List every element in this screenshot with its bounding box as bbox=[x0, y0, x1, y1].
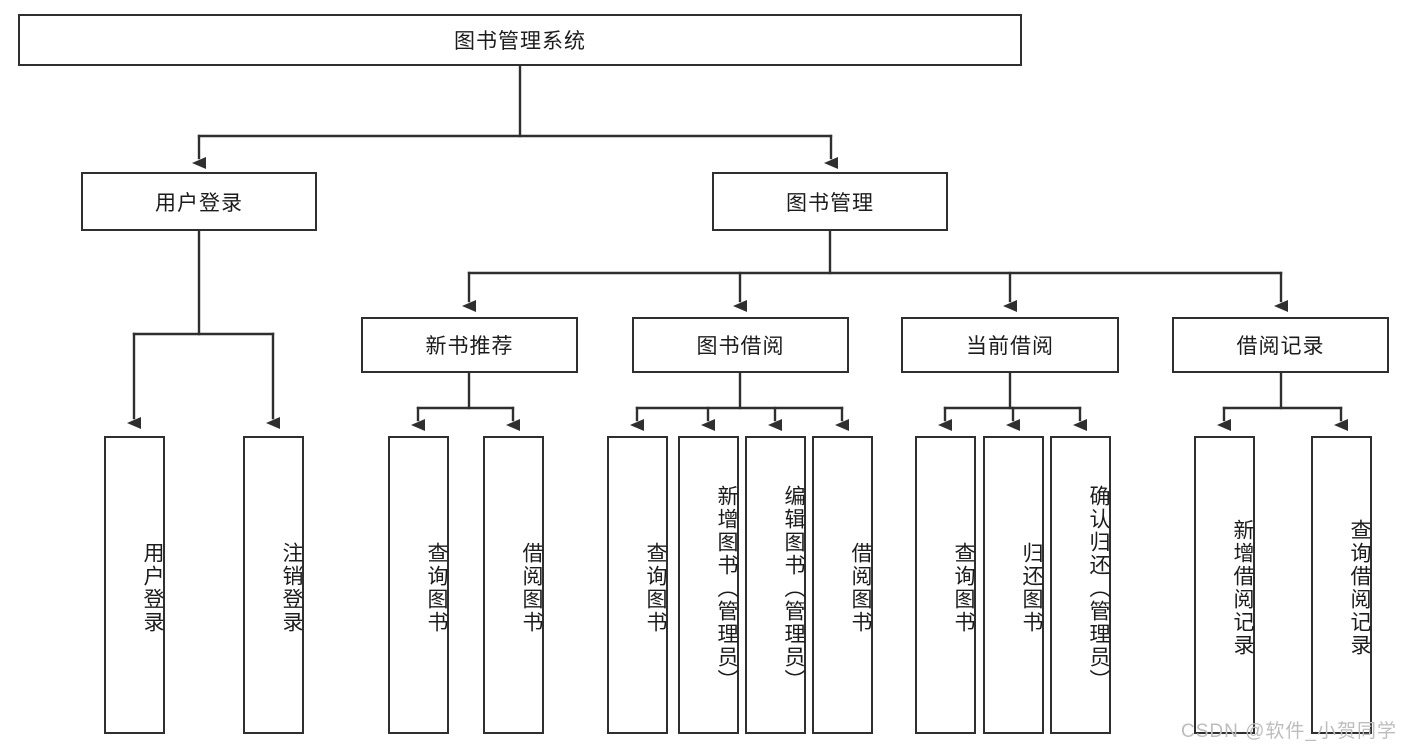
node-label: 查询图书 bbox=[952, 542, 975, 634]
node-label: 查询图书 bbox=[425, 542, 448, 634]
node-label: 用户登录 bbox=[141, 542, 164, 634]
node-user-login[interactable]: 用户登录 bbox=[81, 172, 317, 231]
node-leaf-query-book-borrow[interactable]: 查询图书 bbox=[607, 436, 668, 734]
node-label: 当前借阅 bbox=[966, 335, 1054, 358]
node-label: 查询图书 bbox=[644, 542, 667, 634]
node-leaf-borrow-book[interactable]: 借阅图书 bbox=[812, 436, 873, 734]
node-leaf-query-book-current[interactable]: 查询图书 bbox=[915, 436, 976, 734]
node-current-borrow[interactable]: 当前借阅 bbox=[901, 317, 1119, 373]
node-book-management[interactable]: 图书管理 bbox=[712, 172, 948, 231]
node-label: 借阅图书 bbox=[520, 542, 543, 634]
node-label: 确认归还（管理员） bbox=[1087, 484, 1110, 692]
node-label: 归还图书 bbox=[1020, 542, 1043, 634]
node-root-book-management-system[interactable]: 图书管理系统 bbox=[18, 14, 1022, 66]
node-label: 编辑图书（管理员） bbox=[782, 484, 805, 692]
node-leaf-return-book[interactable]: 归还图书 bbox=[983, 436, 1044, 734]
node-leaf-borrow-book-recommend[interactable]: 借阅图书 bbox=[483, 436, 544, 734]
node-leaf-add-book-admin[interactable]: 新增图书（管理员） bbox=[678, 436, 739, 734]
node-leaf-query-borrow-record[interactable]: 查询借阅记录 bbox=[1311, 436, 1372, 734]
node-leaf-confirm-return-admin[interactable]: 确认归还（管理员） bbox=[1050, 436, 1111, 734]
node-label: 新书推荐 bbox=[425, 335, 514, 358]
node-leaf-logout[interactable]: 注销登录 bbox=[243, 436, 304, 734]
node-label: 用户登录 bbox=[155, 191, 243, 215]
node-leaf-edit-book-admin[interactable]: 编辑图书（管理员） bbox=[745, 436, 806, 734]
node-label: 借阅记录 bbox=[1236, 335, 1325, 358]
node-label: 注销登录 bbox=[280, 542, 303, 634]
node-leaf-user-login[interactable]: 用户登录 bbox=[104, 436, 165, 734]
node-book-borrow[interactable]: 图书借阅 bbox=[632, 317, 849, 373]
node-label: 借阅图书 bbox=[849, 542, 872, 634]
node-label: 图书管理 bbox=[786, 191, 874, 215]
node-label: 图书管理系统 bbox=[454, 30, 586, 53]
node-label: 新增图书（管理员） bbox=[715, 484, 738, 692]
node-leaf-query-book-recommend[interactable]: 查询图书 bbox=[388, 436, 449, 734]
node-new-book-recommendation[interactable]: 新书推荐 bbox=[361, 317, 578, 373]
node-label: 新增借阅记录 bbox=[1231, 519, 1254, 657]
node-leaf-add-borrow-record[interactable]: 新增借阅记录 bbox=[1194, 436, 1255, 734]
node-label: 查询借阅记录 bbox=[1348, 519, 1371, 657]
node-label: 图书借阅 bbox=[696, 335, 785, 358]
node-borrow-records[interactable]: 借阅记录 bbox=[1172, 317, 1389, 373]
